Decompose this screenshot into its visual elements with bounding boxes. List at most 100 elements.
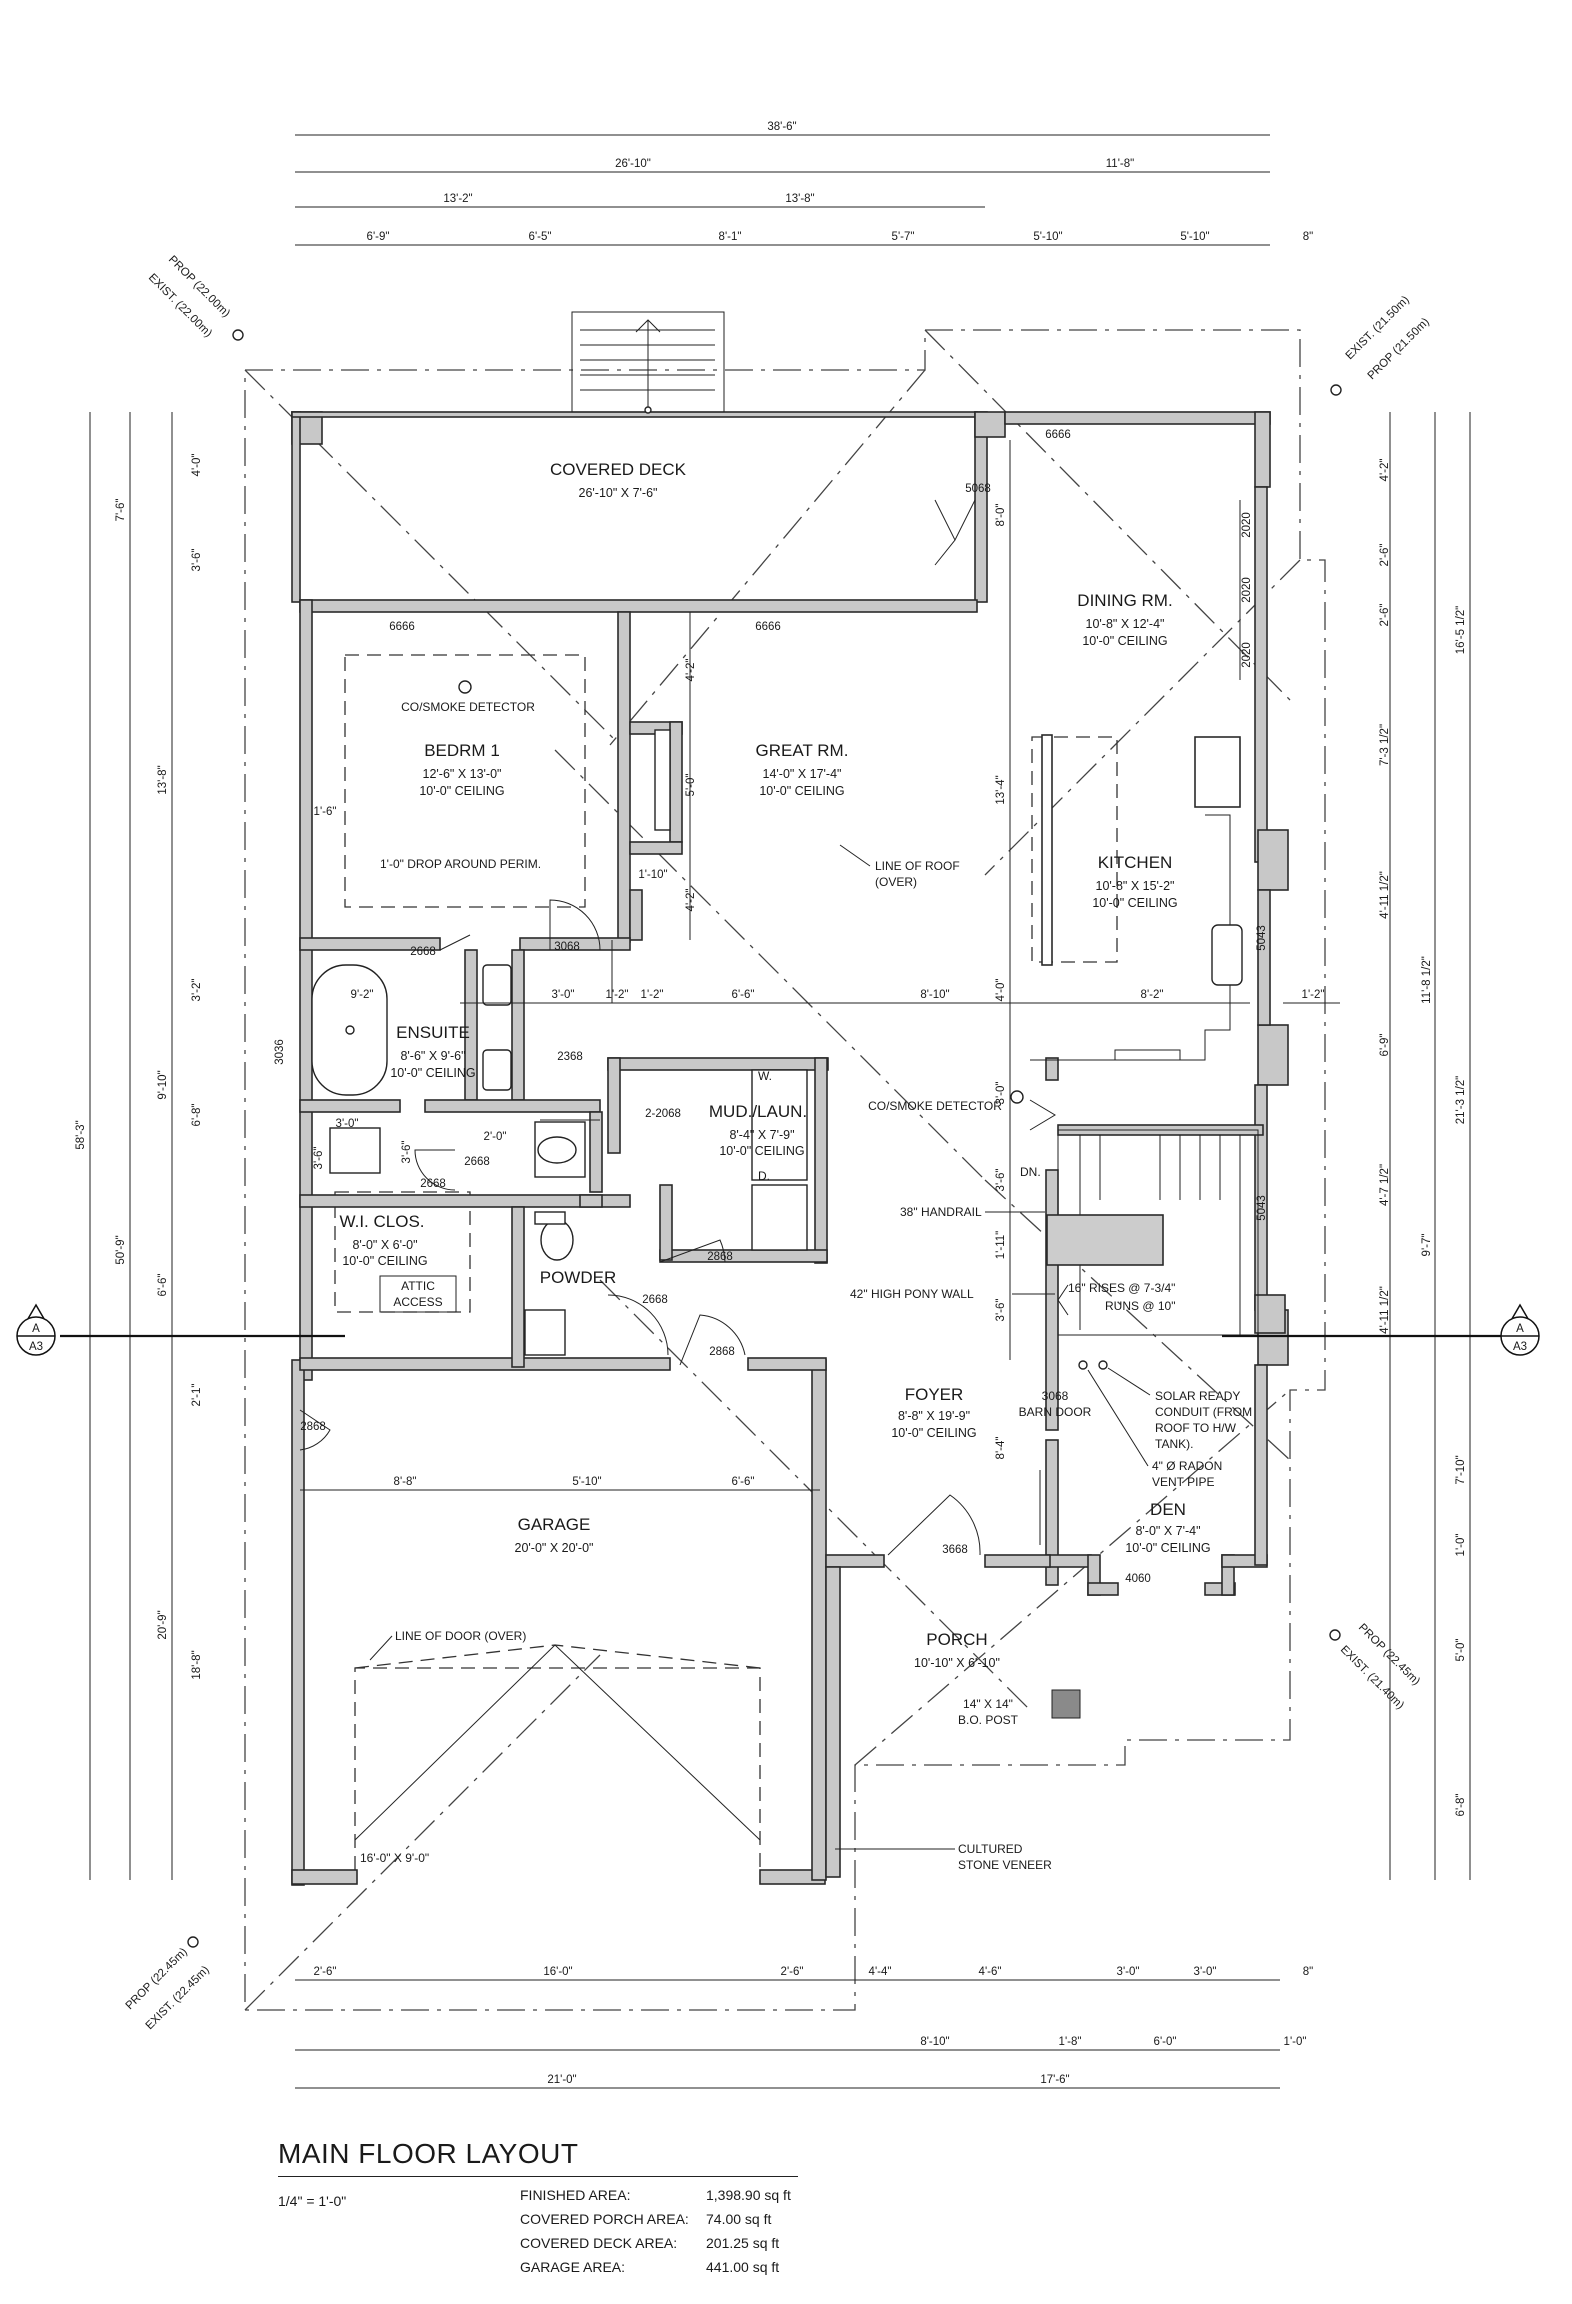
area-row: GARAGE AREA: 441.00 sq ft [278,2255,798,2279]
note-radon-1: 4" Ø RADON [1152,1459,1222,1473]
dim-top4: 5'-10" [1033,231,1062,243]
room-name-wiclos: W.I. CLOS. [339,1212,424,1231]
dim-left4: 3'-2" [191,979,203,1002]
opening-tag: 6666 [755,621,781,633]
dim-right1: 4'-2" [1379,459,1391,482]
room-name-ensuite: ENSUITE [396,1023,470,1042]
dim-int: 8'-0" [995,504,1007,527]
dim-bot1: 2'-6" [314,1966,337,1978]
note-post-2: B.O. POST [958,1713,1019,1727]
dim-overall-top: 38'-6" [767,121,796,133]
opening-tags: 6666 5068 6666 6666 2020 2020 2020 3068 … [274,429,1268,1585]
opening-tag: 3668 [942,1544,968,1556]
opening-tag: 5068 [965,483,991,495]
area-label: COVERED PORCH AREA: [520,2211,689,2227]
dim-right2: 11'-8 1/2" [1421,956,1433,1004]
opening-tag: 2868 [300,1421,326,1433]
dim-left2: 50'-9" [115,1235,127,1264]
dim-top4: 5'-10" [1180,231,1209,243]
room-ceiling-bedrm1: 10'-0" CEILING [419,784,504,798]
dim-bot1: 8" [1303,1966,1313,1978]
dim-bot1: 4'-6" [979,1966,1002,1978]
dim-top4: 6'-5" [529,231,552,243]
note-co-smoke-bedroom: CO/SMOKE DETECTOR [401,700,535,714]
opening-tag: 2868 [709,1346,735,1358]
area-row: COVERED DECK AREA: 201.25 sq ft [278,2231,798,2255]
note-line-of-roof-2: (OVER) [875,875,917,889]
opening-tag: 2668 [642,1294,668,1306]
dim-bot1: 2'-6" [781,1966,804,1978]
dim-right1: 4'-11 1/2" [1379,1286,1391,1334]
door-swings [299,499,1041,1556]
post [1051,1689,1081,1719]
dim-bot1: 3'-0" [1194,1966,1217,1978]
section-marker-right: A A3 [1500,1303,1540,1356]
room-name-covered-deck: COVERED DECK [550,460,687,479]
dim-left4: 18'-8" [191,1650,203,1679]
dim-int: 6'-6" [732,989,755,1001]
dim-int: 8'-10" [920,989,949,1001]
dim-left3: 3'-6" [191,549,203,572]
room-name-bedrm1: BEDRM 1 [424,741,500,760]
room-name-den: DEN [1150,1500,1186,1519]
dim-right3: 21'-3 1/2" [1455,1076,1467,1124]
room-labels: COVERED DECK 26'-10" X 7'-6" DINING RM. … [339,460,1210,1670]
dim-right1: 5'-0" [1455,1639,1467,1662]
dim-int: 4'-2" [685,659,697,682]
dim-bot1: 16'-0" [543,1966,572,1978]
dim-right1: 6'-8" [1455,1794,1467,1817]
opening-tag: 2368 [557,1051,583,1063]
note-garage-door: 16'-0" X 9'-0" [360,1851,429,1865]
opening-tag: 4060 [1125,1573,1151,1585]
dim-int: 8'-4" [995,1437,1007,1460]
dimension-text-interior: 8'-0" 4'-2" 5'-0" 4'-2" 1'-10" 13'-4" 1'… [313,504,1324,1488]
dim-left3: 13'-8" [157,765,169,794]
room-size-great: 14'-0" X 17'-4" [763,767,842,781]
note-line-of-roof-1: LINE OF ROOF [875,859,960,873]
dim-int: 13'-4" [995,775,1007,804]
dim-int: 3'-0" [552,989,575,1001]
opening-tag: 2668 [410,946,436,958]
dim-int: 4'-0" [995,979,1007,1002]
opening-tag: 3068 [554,941,580,953]
area-row: 1/4" = 1'-0" FINISHED AREA: 1,398.90 sq … [278,2183,798,2209]
dim-bot1: 3'-0" [1117,1966,1140,1978]
room-name-kitchen: KITCHEN [1098,853,1173,872]
dim-top3: 13'-8" [785,193,814,205]
garage-door-line [354,1644,761,1870]
drawing-title: MAIN FLOOR LAYOUT [278,2138,798,2177]
dim-top4: 5'-7" [892,231,915,243]
section-letter-right: A [1516,1323,1524,1335]
dim-int: 8'-8" [394,1476,417,1488]
dim-right1: 7'-10" [1455,1455,1467,1484]
dim-int: 5'-10" [572,1476,601,1488]
opening-tag: 5043 [1256,1195,1268,1221]
room-size-mud: 8'-4" X 7'-9" [729,1128,794,1142]
room-size-bedrm1: 12'-6" X 13'-0" [423,767,502,781]
stair [1029,1099,1259,1336]
roof-outline [244,329,1326,2011]
dim-int: 3'-6" [995,1169,1007,1192]
note-radon-2: VENT PIPE [1152,1475,1214,1489]
note-solar-4: TANK). [1155,1437,1193,1451]
room-size-den: 8'-0" X 7'-4" [1135,1524,1200,1538]
area-label: FINISHED AREA: [520,2187,631,2203]
dim-right1: 6'-9" [1379,1034,1391,1057]
note-stone-2: STONE VENEER [958,1858,1052,1872]
section-sheet-right: A3 [1513,1341,1527,1353]
note-post-1: 14" X 14" [963,1697,1013,1711]
dim-int: 1'-10" [638,869,667,881]
note-handrail: 38" HANDRAIL [900,1205,982,1219]
dim-int: 1'-11" [995,1231,1007,1259]
note-co-smoke-hall: CO/SMOKE DETECTOR [868,1099,1002,1113]
note-barn-door-1: 3068 [1042,1389,1069,1403]
note-stone-1: CULTURED [958,1842,1023,1856]
dim-top4: 8" [1303,231,1313,243]
dim-int: 8'-2" [1141,989,1164,1001]
room-size-porch: 10'-10" X 6'-10" [914,1656,1000,1670]
room-name-foyer: FOYER [905,1385,964,1404]
room-ceiling-kitchen: 10'-0" CEILING [1092,896,1177,910]
room-size-garage: 20'-0" X 20'-0" [515,1541,594,1555]
dim-top2: 11'-8" [1106,158,1134,170]
room-ceiling-mud: 10'-0" CEILING [719,1144,804,1158]
